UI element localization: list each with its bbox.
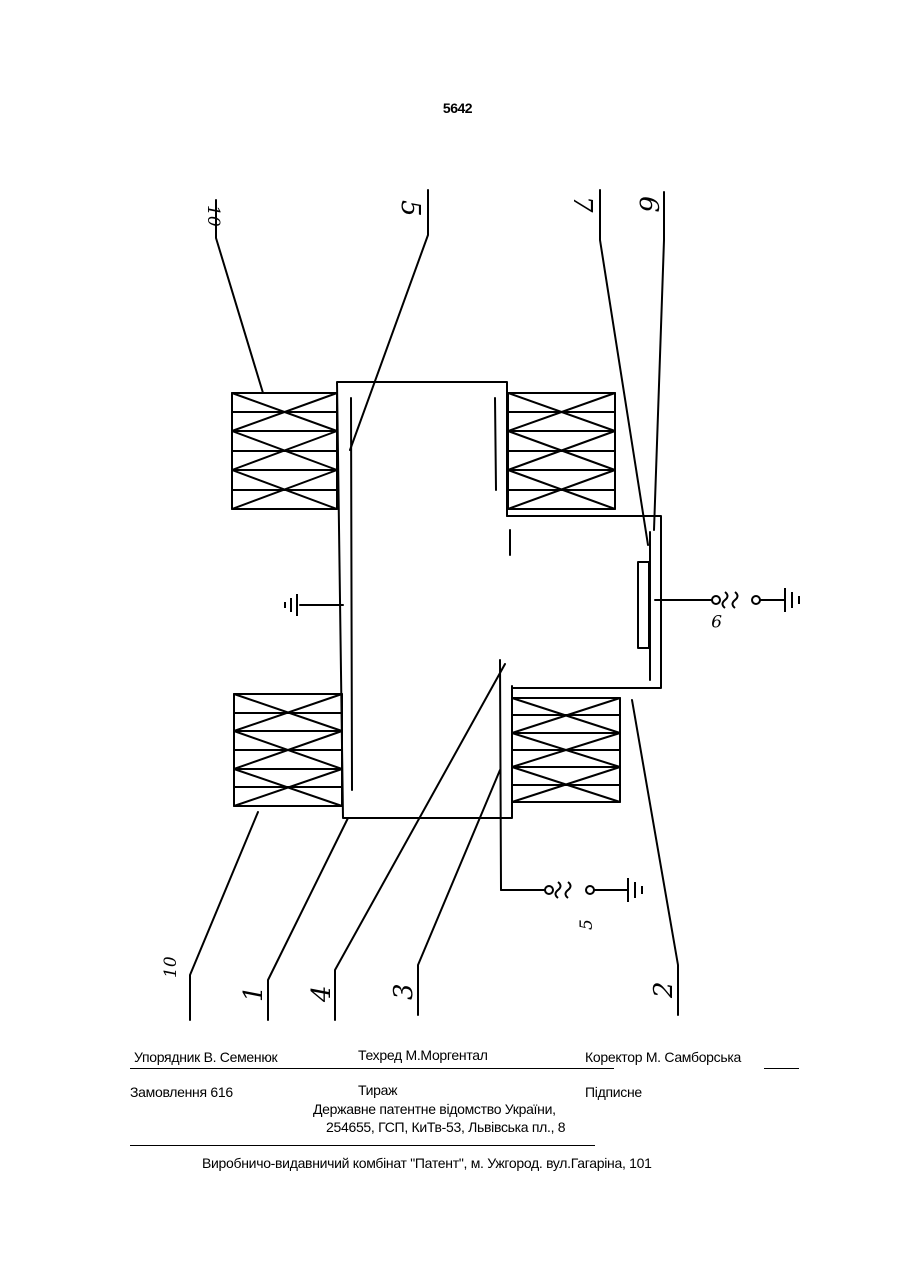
label-10-bottom: 10 (161, 956, 181, 978)
label-4: 4 (307, 985, 337, 1003)
footer-rule-1-end (764, 1068, 799, 1069)
coil-bottom-left (234, 694, 342, 806)
corrector-credit: Коректор М. Самборська (585, 1049, 741, 1065)
label-2: 2 (649, 981, 679, 999)
coil-top-left (232, 393, 337, 509)
label-6-top: 6 (633, 196, 663, 213)
chamber-body (337, 382, 512, 818)
label-3: 3 (389, 983, 419, 1000)
footer-rule-1 (130, 1068, 614, 1069)
label-1: 1 (239, 985, 269, 1002)
label-5-top: 5 (395, 200, 425, 217)
techred-credit: Техред М.Моргентал (358, 1047, 488, 1063)
office-line-1: Державне патентне відомство України, (313, 1101, 556, 1117)
label-10-top: 10 (203, 205, 223, 227)
order-number: Замовлення 616 (130, 1084, 233, 1100)
label-7-top: 7 (567, 196, 597, 213)
subscription: Підписне (585, 1084, 642, 1100)
coil-bottom-right (512, 698, 620, 802)
compiler-credit: Упорядник В. Семенюк (134, 1049, 277, 1065)
footer-rule-2 (130, 1145, 595, 1146)
label-5-bottom: 5 (577, 919, 597, 930)
office-line-2: 254655, ГСП, КиТв-53, Львівська пл., 8 (326, 1119, 565, 1135)
publisher-line: Виробничо-видавничий комбінат "Патент", … (202, 1155, 652, 1171)
circulation: Тираж (358, 1082, 397, 1098)
coil-top-right (508, 393, 615, 509)
label-9: 9 (711, 610, 722, 630)
